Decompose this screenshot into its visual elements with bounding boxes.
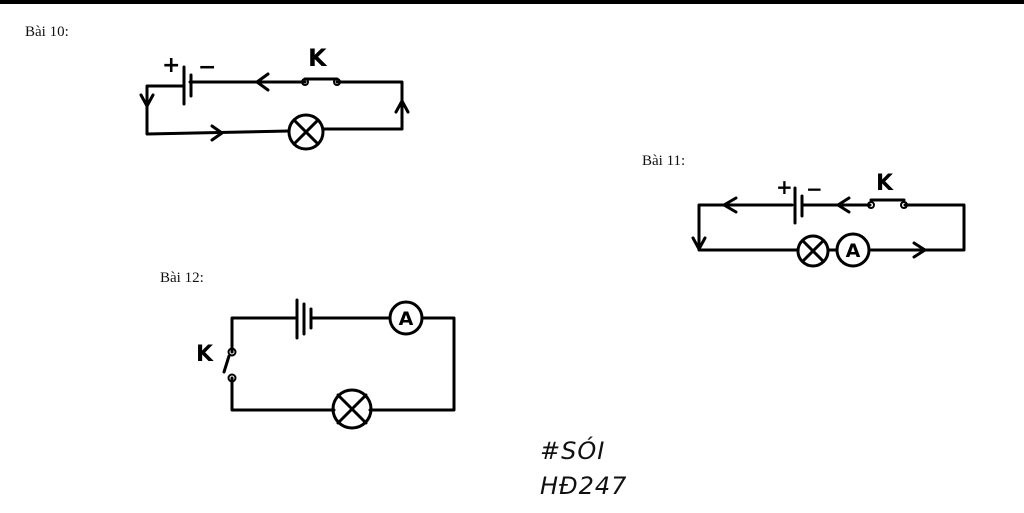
switch-label: K [196,342,214,367]
plus-sign: + [776,175,793,199]
plus-sign: + [162,53,180,78]
switch-terminal [227,373,237,383]
switch-label: K [876,171,894,196]
arrow-left-icon [255,72,270,92]
lamp-icon [331,388,373,430]
wire-c12 [230,316,456,412]
signature-line-2: HĐ247 [540,472,628,500]
top-border [0,0,1024,4]
arrow-down-icon [139,93,155,108]
signature-line-1: #SÓI [540,437,606,465]
lamp-icon [287,113,325,151]
wire-c11 [697,203,966,252]
circuit-bai-11: + − K A [691,171,966,268]
switch-lever [222,354,231,374]
lamp-cross [336,393,368,425]
switch-terminal [900,201,908,209]
label-bai-11: Bài 11: [642,153,686,169]
ammeter-icon [835,232,871,268]
lamp-icon [796,234,830,268]
circuit-bai-10: + − K [139,44,410,151]
ammeter-label: A [846,240,861,262]
circuit-bai-12: A K [196,298,456,430]
arrow-right-icon [912,241,927,259]
arrow-down-icon [691,236,707,251]
switch-terminal [227,347,237,357]
lamp-cross [292,118,320,146]
switch-label: K [308,44,328,72]
ammeter-icon [388,300,424,336]
arrow-up-icon [394,99,410,114]
label-bai-10: Bài 10: [25,24,69,40]
switch-terminal [867,201,875,209]
lamp-cross [801,239,825,263]
minus-sign: − [806,177,823,201]
arrow-left-icon [836,196,851,214]
label-bai-12: Bài 12: [160,270,204,286]
arrow-right-icon [210,124,224,142]
minus-sign: − [198,55,216,80]
arrow-left-icon [722,196,738,214]
ammeter-label: A [399,308,414,330]
wire-c10 [145,80,404,136]
